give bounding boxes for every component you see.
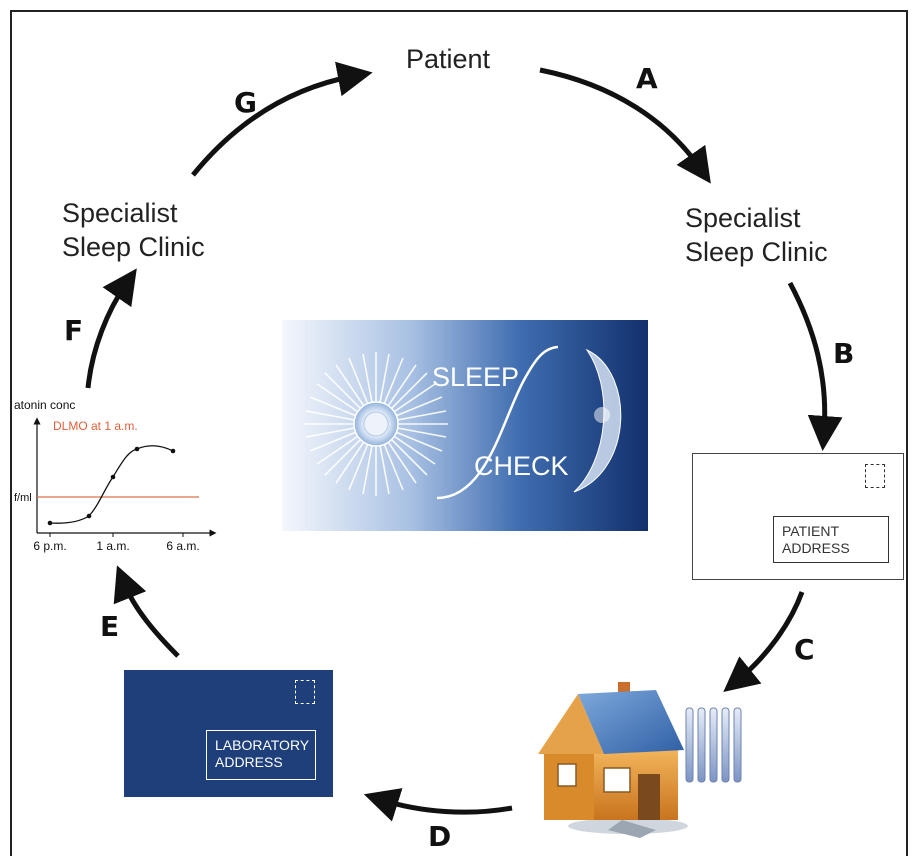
step-e: E bbox=[100, 610, 120, 643]
clinic-right-label: Specialist Sleep Clinic bbox=[685, 201, 828, 269]
graph-point bbox=[86, 513, 92, 519]
arrow-c bbox=[723, 591, 805, 693]
graph-threshold-label: f/ml bbox=[14, 492, 32, 504]
graph-point bbox=[134, 446, 140, 452]
graph-point bbox=[110, 474, 116, 480]
step-d: D bbox=[428, 820, 452, 853]
patient-address-line1: PATIENT bbox=[782, 523, 840, 539]
patient-address-box: PATIENT ADDRESS bbox=[773, 516, 889, 563]
house-icon bbox=[538, 682, 742, 838]
sleep-check-logo: SLEEP CHECK bbox=[282, 320, 648, 531]
patient-label: Patient bbox=[406, 44, 491, 74]
laboratory-envelope: LABORATORY ADDRESS bbox=[124, 670, 333, 797]
laboratory-address-line2: ADDRESS bbox=[215, 754, 283, 770]
graph-point bbox=[170, 448, 176, 454]
sleep-curve bbox=[436, 345, 559, 500]
arrow-e bbox=[113, 565, 180, 658]
arrow-g bbox=[191, 61, 373, 177]
graph-annotation: DLMO at 1 a.m. bbox=[53, 419, 138, 433]
clinic-left-label: Specialist Sleep Clinic bbox=[62, 196, 205, 264]
patient-address-line2: ADDRESS bbox=[782, 540, 850, 556]
laboratory-stamp-icon bbox=[295, 680, 315, 704]
sun-icon bbox=[304, 352, 448, 496]
graph-tick-1am: 1 a.m. bbox=[96, 539, 129, 553]
step-b: B bbox=[833, 337, 855, 370]
laboratory-address-box: LABORATORY ADDRESS bbox=[206, 730, 316, 780]
logo-word-sleep: SLEEP bbox=[432, 362, 519, 392]
arrow-f bbox=[85, 268, 137, 389]
graph-tick-6pm: 6 p.m. bbox=[33, 539, 66, 553]
moon-icon bbox=[573, 348, 622, 493]
graph-point bbox=[47, 520, 53, 526]
clinic-right-line1: Specialist bbox=[685, 203, 801, 233]
graph-ylabel: atonin conc bbox=[14, 398, 75, 412]
patient-stamp-icon bbox=[865, 464, 885, 488]
arrow-a bbox=[539, 67, 711, 184]
clinic-left-line2: Sleep Clinic bbox=[62, 232, 205, 262]
logo-word-check: CHECK bbox=[474, 451, 569, 481]
step-f: F bbox=[64, 314, 84, 347]
step-a: A bbox=[636, 62, 658, 95]
diagram-border bbox=[10, 10, 908, 856]
graph-tick-6am: 6 a.m. bbox=[166, 539, 199, 553]
graph-points bbox=[47, 446, 176, 526]
clinic-right-line2: Sleep Clinic bbox=[685, 237, 828, 267]
step-c: C bbox=[794, 633, 815, 666]
arrow-b bbox=[787, 281, 843, 451]
clinic-left-line1: Specialist bbox=[62, 198, 178, 228]
arrow-d bbox=[363, 788, 513, 822]
melatonin-graph: atonin conc f/ml DLMO at 1 a.m. 6 p.m. 1… bbox=[13, 393, 223, 558]
patient-envelope: PATIENT ADDRESS bbox=[692, 453, 904, 580]
step-g: G bbox=[234, 86, 257, 119]
laboratory-address-line1: LABORATORY bbox=[215, 737, 310, 753]
